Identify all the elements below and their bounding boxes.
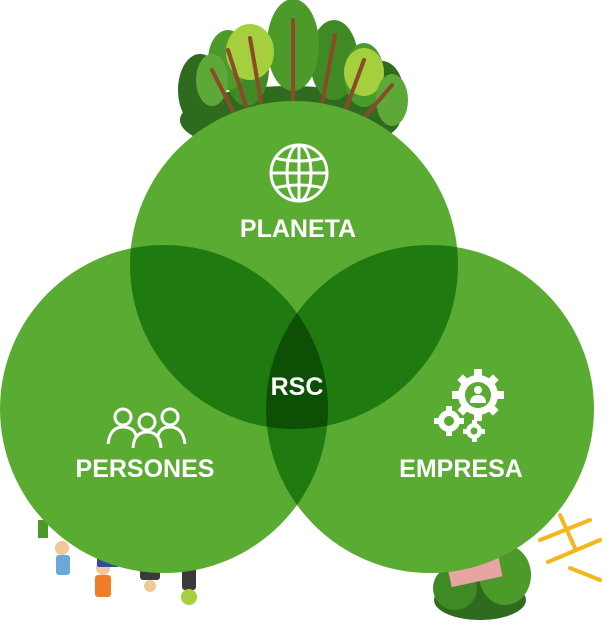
- people-illustration: [38, 520, 197, 605]
- people-group-icon: [106, 407, 187, 449]
- gears-person-icon: [434, 369, 504, 442]
- label-empresa: EMPRESA: [399, 455, 523, 483]
- globe-icon: [269, 143, 329, 203]
- label-planeta: PLANETA: [240, 215, 356, 243]
- label-persones: PERSONES: [76, 455, 215, 483]
- label-center-rsc: RSC: [271, 373, 324, 401]
- venn-circles: [0, 101, 594, 573]
